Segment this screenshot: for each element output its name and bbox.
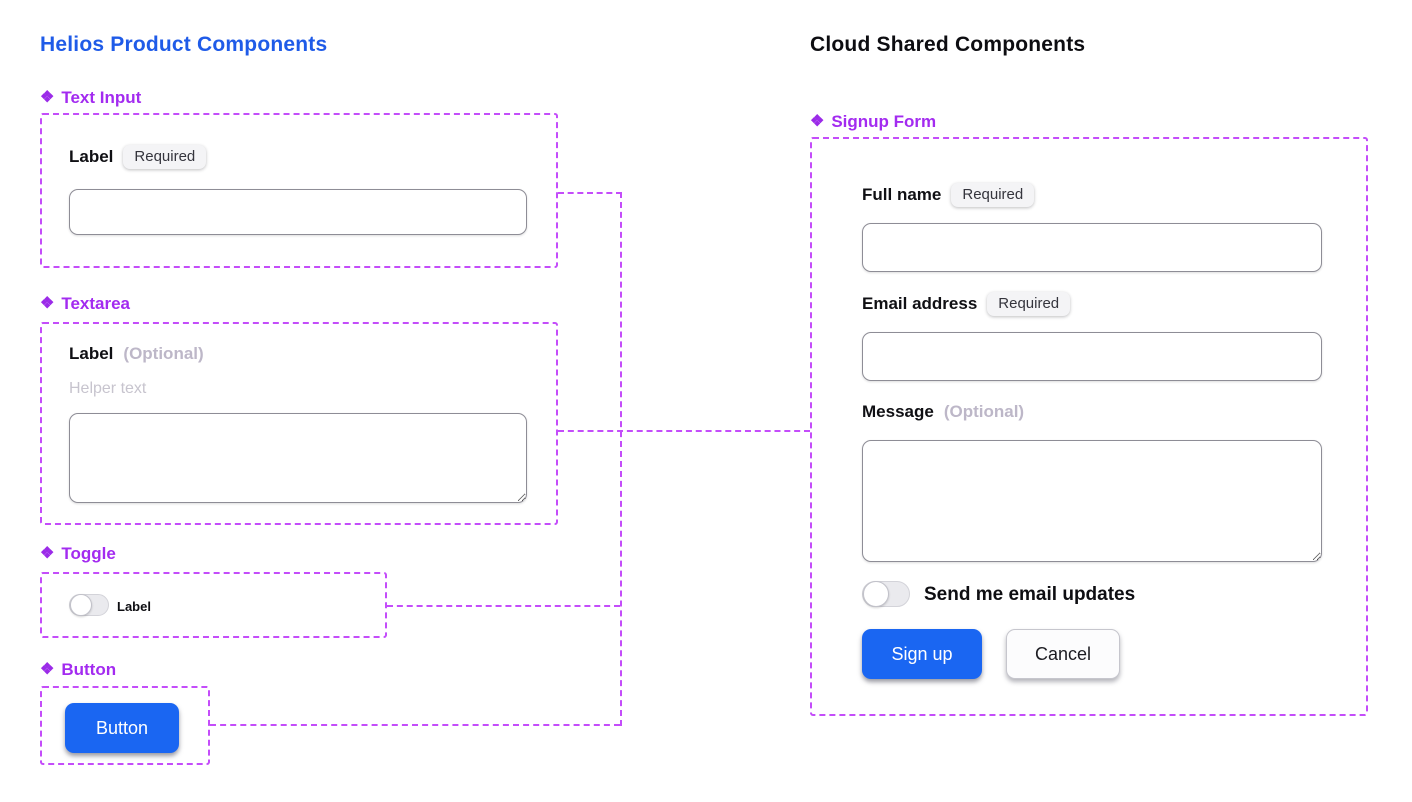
toggle-switch[interactable]: [69, 594, 109, 616]
textarea-component-box: Label (Optional) Helper text: [40, 322, 558, 525]
sign-up-button[interactable]: Sign up: [862, 629, 982, 679]
component-diamond-icon: ❖: [40, 661, 55, 678]
full-name-label-row: Full name Required: [862, 183, 1035, 207]
connector-toggle: [387, 605, 620, 607]
right-column-title: Cloud Shared Components: [810, 33, 1086, 56]
toggle-knob: [70, 594, 92, 616]
full-name-input[interactable]: [862, 223, 1322, 272]
helper-text: Helper text: [69, 380, 147, 397]
email-updates-label: Send me email updates: [924, 584, 1136, 605]
field-label: Full name: [862, 185, 942, 204]
connector-button: [210, 724, 620, 726]
required-badge: Required: [987, 292, 1071, 316]
cancel-button[interactable]: Cancel: [1006, 629, 1120, 679]
component-diamond-icon: ❖: [40, 89, 55, 106]
section-heading-label: Button: [61, 660, 117, 679]
component-diamond-icon: ❖: [810, 113, 825, 130]
section-heading-toggle: ❖ Toggle: [40, 544, 116, 564]
section-heading-text-input: ❖ Text Input: [40, 88, 141, 108]
signup-form-component-box: Full name Required Email address Require…: [810, 137, 1368, 716]
required-badge: Required: [951, 183, 1035, 207]
toggle-component-box: Label: [40, 572, 387, 638]
section-heading-button: ❖ Button: [40, 660, 116, 680]
optional-hint: (Optional): [943, 402, 1025, 421]
connector-text-input: [558, 192, 622, 194]
field-label: Label: [69, 147, 114, 166]
field-label: Label: [69, 344, 114, 363]
textarea-field[interactable]: [69, 413, 527, 503]
section-heading-label: Signup Form: [831, 112, 937, 131]
section-heading-label: Text Input: [61, 88, 142, 107]
field-label: Email address: [862, 294, 978, 313]
connector-bus: [620, 192, 622, 726]
required-badge: Required: [123, 145, 207, 169]
section-heading-label: Toggle: [61, 544, 116, 563]
toggle-label: Label: [117, 599, 151, 614]
section-heading-textarea: ❖ Textarea: [40, 294, 130, 314]
email-input[interactable]: [862, 332, 1322, 381]
section-heading-signup-form: ❖ Signup Form: [810, 112, 936, 132]
text-input-label-row: Label Required: [69, 145, 207, 169]
text-input-field[interactable]: [69, 189, 527, 235]
component-diamond-icon: ❖: [40, 295, 55, 312]
section-heading-label: Textarea: [61, 294, 131, 313]
textarea-label-row: Label (Optional): [69, 344, 204, 364]
email-updates-toggle[interactable]: [862, 581, 910, 607]
left-column-title: Helios Product Components: [40, 33, 328, 56]
field-label: Message: [862, 402, 934, 421]
primary-button[interactable]: Button: [65, 703, 179, 753]
text-input-component-box: Label Required: [40, 113, 558, 268]
connector-textarea: [558, 430, 810, 432]
component-diamond-icon: ❖: [40, 545, 55, 562]
message-textarea[interactable]: [862, 440, 1322, 562]
optional-hint: (Optional): [123, 344, 204, 363]
button-component-box: Button: [40, 686, 210, 765]
toggle-knob: [863, 581, 889, 607]
email-label-row: Email address Required: [862, 292, 1071, 316]
message-label-row: Message (Optional): [862, 402, 1024, 422]
